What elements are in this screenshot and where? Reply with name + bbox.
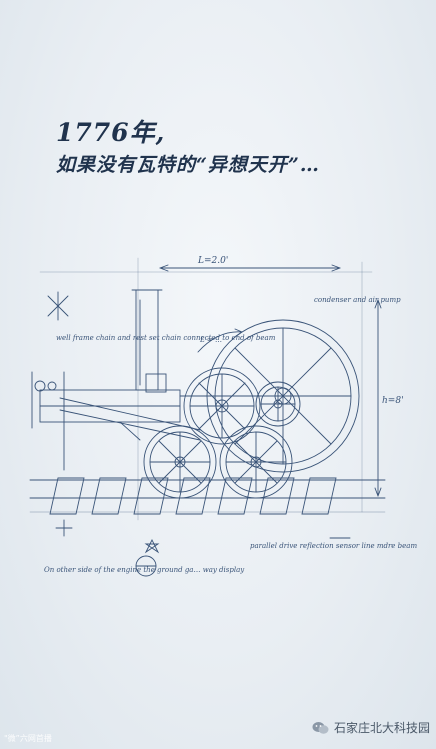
note-bottom: On other side of the engine the ground g… [44, 566, 245, 574]
note-beam: L = … [199, 336, 222, 344]
dimension-right-arrows [374, 299, 382, 497]
dimension-top-arrows [159, 264, 341, 272]
corner-mark-bottom [55, 519, 73, 537]
gear-small [255, 381, 301, 427]
beam-arrow-head [234, 328, 243, 337]
rail-sleepers [49, 477, 337, 515]
boiler [39, 373, 301, 441]
dimension-top-label: L=2.0' [197, 256, 228, 266]
note-condenser: condenser and air pump [314, 296, 401, 304]
drive-wheel-left [143, 425, 217, 499]
piston-rod [34, 380, 201, 441]
watermark-left: "微”六网首播 [4, 734, 52, 743]
note-frame-text: well frame chain and rest set chain conn… [56, 334, 276, 342]
watermark-right-text: 石家庄北大科技园 [333, 721, 430, 735]
drive-wheel-right [219, 425, 293, 499]
headline-year: 1776年, [56, 118, 166, 147]
star-gear-sketch [135, 538, 160, 577]
wechat-icon [312, 721, 329, 734]
watermark-right: 石家庄北大科技园 [312, 719, 430, 736]
beam-arrow [197, 331, 243, 353]
crosshair-sketch [47, 291, 69, 321]
note-parallel: parallel drive reflection sensor line md… [250, 542, 417, 550]
headline-question: 如果没有瓦特的“异想天开”… [56, 154, 320, 176]
gear-large [183, 367, 261, 445]
note-frame: well frame chain and rest set chain conn… [56, 334, 276, 342]
dimension-right-label: h=8' [382, 396, 404, 406]
headline: 1776年, 如果没有瓦特的“异想天开”… [56, 116, 320, 180]
